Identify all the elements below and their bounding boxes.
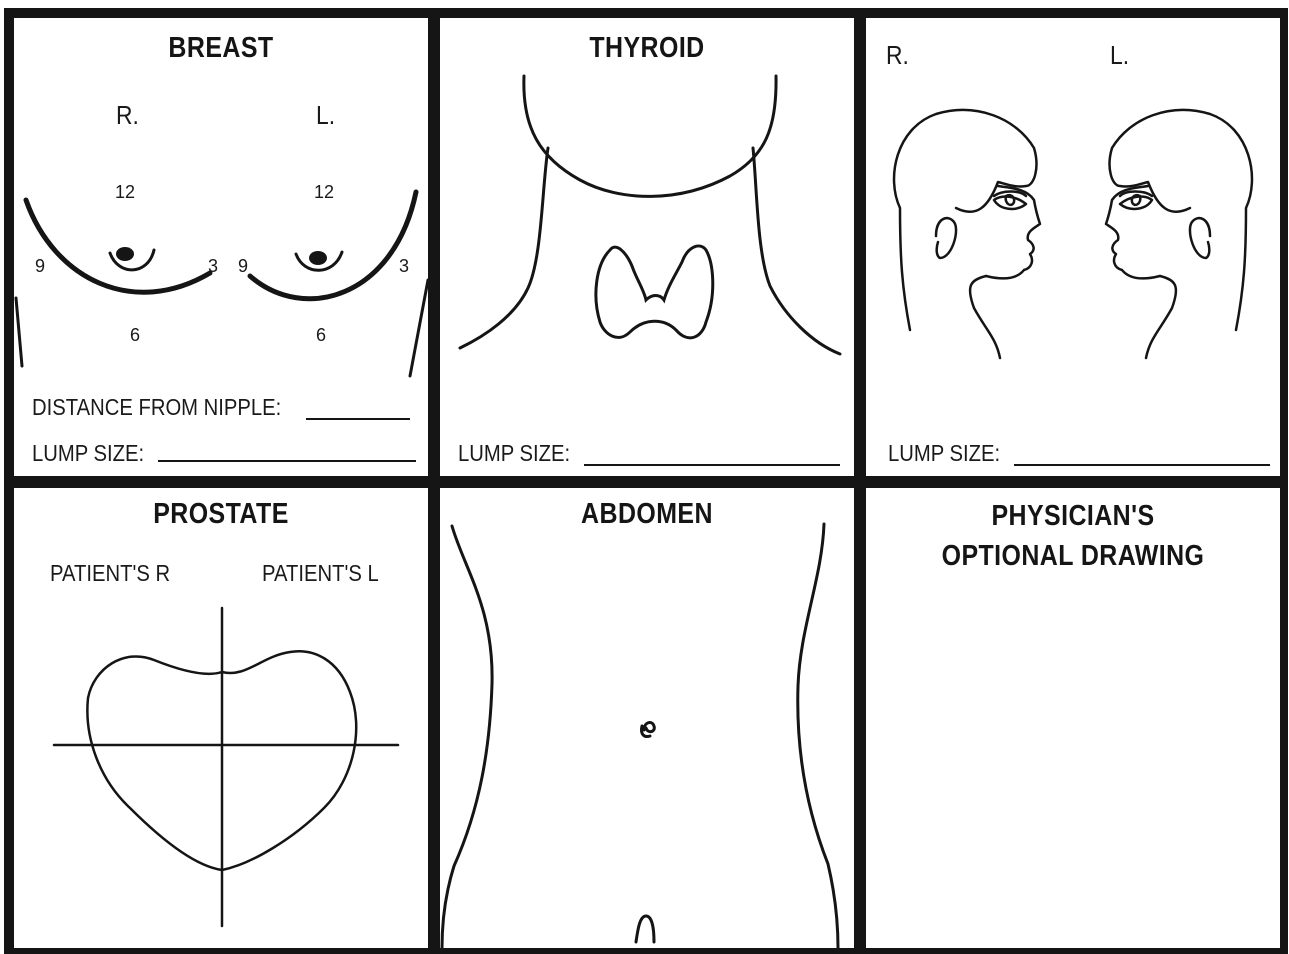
right-torso-edge <box>16 298 22 366</box>
optional-drawing-title-line2: OPTIONAL DRAWING <box>895 536 1251 576</box>
thyroid-lump-size-label: LUMP SIZE: <box>458 440 570 467</box>
distance-from-nipple-field[interactable]: DISTANCE FROM NIPPLE: <box>32 394 315 421</box>
breast-lump-size-field[interactable]: LUMP SIZE: <box>32 440 159 467</box>
left-profile-head <box>1106 110 1252 358</box>
distance-from-nipple-line[interactable] <box>306 418 410 420</box>
thyroid-lump-size-field[interactable]: LUMP SIZE: <box>458 440 585 467</box>
thyroid-diagram <box>440 18 854 476</box>
optional-drawing-title-line1: PHYSICIAN'S <box>895 496 1251 536</box>
thyroid-lump-size-line[interactable] <box>584 464 840 466</box>
distance-from-nipple-label: DISTANCE FROM NIPPLE: <box>32 394 281 421</box>
thyroid-panel: THYROID LUMP SIZE: <box>440 18 854 476</box>
thyroid-gland <box>596 246 713 338</box>
abdomen-diagram <box>440 488 854 948</box>
breast-lump-size-label: LUMP SIZE: <box>32 440 144 467</box>
groin-mark <box>636 916 654 942</box>
abdomen-right-contour <box>798 524 838 948</box>
abdomen-panel: ABDOMEN <box>440 488 854 948</box>
breast-panel: BREAST R. L. 12 9 3 6 12 9 3 6 DISTANCE … <box>14 18 428 476</box>
optional-drawing-panel[interactable]: PHYSICIAN'S OPTIONAL DRAWING <box>866 488 1280 948</box>
breast-lump-size-line[interactable] <box>158 460 416 462</box>
left-breast-contour <box>250 192 416 299</box>
profile-lump-size-field[interactable]: LUMP SIZE: <box>888 440 1015 467</box>
neck-left-line <box>460 148 548 348</box>
right-nipple <box>116 247 134 261</box>
profile-lump-size-line[interactable] <box>1014 464 1270 466</box>
left-nipple <box>309 251 327 265</box>
left-torso-edge <box>410 280 428 376</box>
profile-lump-size-label: LUMP SIZE: <box>888 440 1000 467</box>
head-profiles-panel: R. L. <box>866 18 1280 476</box>
prostate-diagram <box>14 488 428 948</box>
abdomen-left-contour <box>442 526 492 948</box>
right-profile-head <box>894 110 1040 358</box>
chin-outline <box>524 76 776 196</box>
right-breast-contour <box>26 200 210 292</box>
head-profiles-diagram <box>866 18 1280 476</box>
neck-right-line <box>753 148 840 354</box>
prostate-panel: PROSTATE PATIENT'S R PATIENT'S L <box>14 488 428 948</box>
navel <box>641 723 654 737</box>
